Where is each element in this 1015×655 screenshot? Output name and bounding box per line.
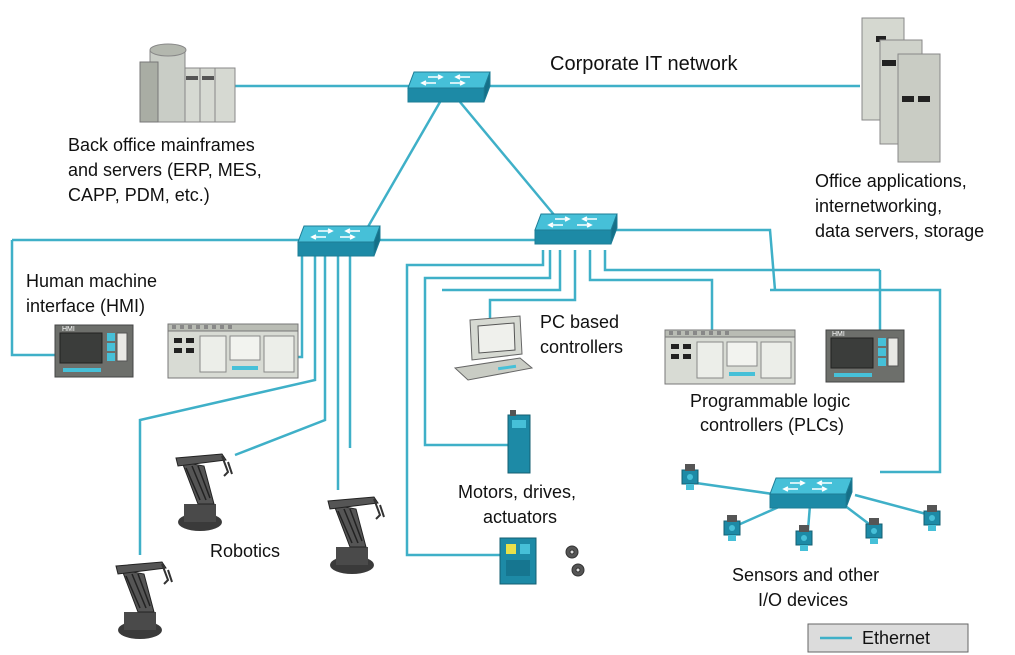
robot-arm-icon bbox=[175, 453, 233, 532]
plc-label-1: Programmable logic bbox=[690, 391, 850, 411]
ethernet-cables bbox=[10, 84, 942, 557]
hmi-screen-label: HMI bbox=[832, 331, 845, 338]
core-switch-icon bbox=[407, 71, 491, 103]
motors-label-1: Motors, drives, bbox=[458, 482, 576, 502]
sensor-icon bbox=[865, 517, 883, 545]
pc-icon bbox=[453, 315, 534, 381]
sensor-switch-icon bbox=[769, 477, 853, 509]
pc-label-1: PC based bbox=[540, 312, 619, 332]
drive-cabinet-icon bbox=[499, 537, 537, 585]
pc-label-2: controllers bbox=[540, 337, 623, 357]
plc-label-2: controllers (PLCs) bbox=[700, 415, 844, 435]
robotics-label: Robotics bbox=[210, 541, 280, 561]
hmi-label-1: Human machine bbox=[26, 271, 157, 291]
left-switch-icon bbox=[297, 225, 381, 257]
robot-arm-icon bbox=[115, 561, 173, 640]
corporate-network-label: Corporate IT network bbox=[550, 53, 738, 75]
sensors-label-2: I/O devices bbox=[758, 590, 848, 610]
plc-icon-right bbox=[664, 329, 796, 385]
server-rack-icon bbox=[861, 17, 941, 163]
mainframe-icon bbox=[139, 43, 236, 123]
sensor-icon bbox=[681, 463, 699, 491]
motors-label-2: actuators bbox=[483, 507, 557, 527]
gear-icon bbox=[565, 545, 585, 577]
sensor-icon bbox=[795, 524, 813, 552]
right-switch-icon bbox=[534, 213, 618, 245]
legend: Ethernet bbox=[807, 623, 969, 653]
robot-arm-icon bbox=[327, 496, 385, 575]
sensor-icon bbox=[723, 514, 741, 542]
drive-icon bbox=[507, 410, 531, 474]
hmi-label-2: interface (HMI) bbox=[26, 296, 145, 316]
plc-icon bbox=[167, 323, 299, 379]
hmi-screen-label: HMI bbox=[62, 326, 75, 333]
sensor-icon bbox=[923, 504, 941, 532]
office-label-3: data servers, storage bbox=[815, 221, 984, 241]
legend-label: Ethernet bbox=[862, 628, 930, 648]
backoffice-label-1: Back office mainframes bbox=[68, 135, 255, 155]
backoffice-label-2: and servers (ERP, MES, bbox=[68, 160, 262, 180]
sensors-label-1: Sensors and other bbox=[732, 565, 879, 585]
office-label-1: Office applications, bbox=[815, 171, 967, 191]
backoffice-label-3: CAPP, PDM, etc.) bbox=[68, 185, 210, 205]
office-label-2: internetworking, bbox=[815, 196, 942, 216]
